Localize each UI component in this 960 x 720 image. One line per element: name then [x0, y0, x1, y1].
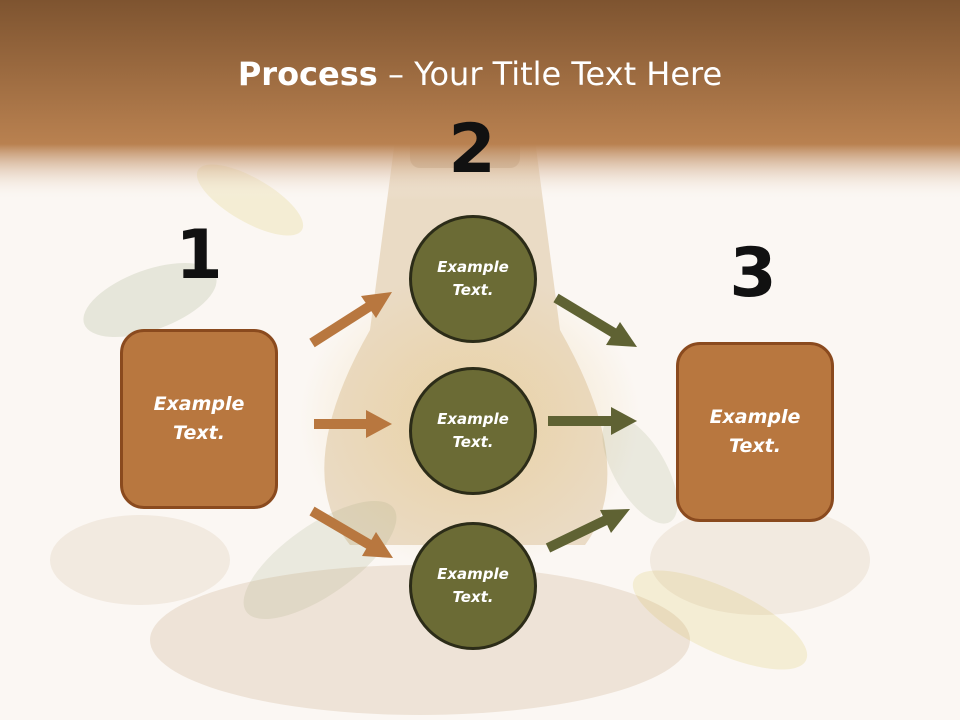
- page-title: Process – Your Title Text Here: [0, 52, 960, 96]
- arrow-1-to-2b: [314, 410, 392, 438]
- step-1-text: Example Text.: [153, 393, 245, 444]
- arrow-2a-to-3: [553, 293, 637, 347]
- step-3-text: Example Text.: [709, 406, 801, 457]
- arrow-2c-to-3: [545, 509, 630, 553]
- step-3-box: Example Text.: [676, 342, 834, 522]
- step-2-circle-3: Example Text.: [409, 522, 537, 650]
- step-1-number: 1: [175, 216, 223, 295]
- step-3-number: 3: [729, 234, 777, 313]
- step-2-circle-1-text: Example Text.: [437, 258, 509, 299]
- title-rest: Your Title Text Here: [414, 55, 723, 93]
- step-2-circle-3-text: Example Text.: [437, 565, 509, 606]
- step-1-box: Example Text.: [120, 329, 278, 509]
- title-bold: Process: [237, 55, 378, 93]
- arrow-1-to-2a: [309, 292, 392, 348]
- title-dash: –: [377, 55, 415, 93]
- arrow-2b-to-3: [548, 407, 637, 435]
- step-2-circle-2-text: Example Text.: [437, 410, 509, 451]
- step-2-number: 2: [448, 110, 496, 189]
- step-2-circle-1: Example Text.: [409, 215, 537, 343]
- step-2-circle-2: Example Text.: [409, 367, 537, 495]
- arrow-1-to-2c: [309, 506, 393, 558]
